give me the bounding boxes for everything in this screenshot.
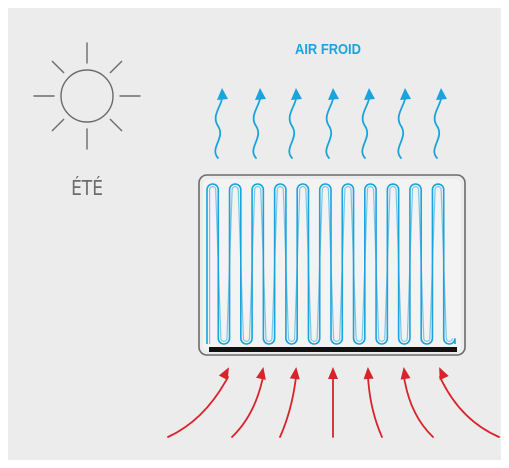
cold-air-arrow-shaft: [214, 91, 224, 159]
cold-air-arrow: [252, 88, 266, 159]
warm-air-arrow: [167, 367, 229, 438]
radiator-frame: [198, 174, 466, 356]
warm-air-arrow-head: [400, 367, 411, 380]
warm-air-arrow-head: [363, 367, 374, 380]
radiator-body: [203, 179, 461, 351]
cold-air-arrow-shaft: [325, 91, 335, 159]
cold-air-arrow-head: [400, 88, 411, 100]
warm-air-arrow-shaft: [403, 376, 434, 438]
cold-air-arrow: [288, 88, 302, 159]
cold-air-arrow-head: [328, 88, 339, 100]
warm-air-arrow-shaft: [439, 376, 500, 438]
sun-ray: [109, 118, 123, 132]
season-label: ÉTÉ: [71, 176, 103, 200]
cold-air-arrows: [214, 88, 447, 159]
warm-air-arrow-shaft: [367, 376, 383, 438]
warm-air-arrow-shaft: [231, 376, 264, 438]
cold-air-label: AIR FROID: [295, 41, 361, 58]
cold-air-arrow-shaft: [361, 91, 371, 159]
warm-air-arrow: [439, 367, 500, 438]
cold-air-arrow-head: [436, 88, 447, 100]
cold-air-arrow-head: [291, 88, 302, 100]
sun-icon: [33, 42, 141, 150]
warm-air-arrow: [400, 367, 434, 438]
cold-air-arrow-shaft: [433, 91, 443, 159]
warm-air-arrow-head: [218, 367, 229, 381]
sun-ray: [51, 60, 65, 74]
cold-air-arrow: [214, 88, 228, 159]
cold-air-arrow-head: [364, 88, 375, 100]
cold-air-arrow: [397, 88, 411, 159]
warm-air-arrow: [363, 367, 383, 438]
warm-air-arrow: [279, 367, 300, 438]
warm-air-arrow-head: [256, 367, 266, 380]
warm-air-arrow: [231, 367, 266, 438]
radiator-icon: [198, 174, 466, 356]
radiator-pipe-inner: [209, 186, 453, 344]
warm-air-arrow-shaft: [167, 376, 229, 438]
cold-air-arrow-shaft: [252, 91, 262, 159]
cold-air-arrow-shaft: [288, 91, 298, 159]
warm-air-arrow-head: [328, 367, 338, 379]
radiator-base: [209, 347, 457, 352]
cold-air-arrow-shaft: [397, 91, 407, 159]
cold-air-arrow: [361, 88, 375, 159]
warm-air-arrow-shaft: [279, 376, 297, 438]
cold-air-arrow-head: [255, 88, 266, 100]
warm-air-arrow-head: [439, 367, 449, 381]
sun-ray: [109, 60, 123, 74]
cold-air-arrow: [325, 88, 339, 159]
sun-disc: [60, 69, 114, 123]
warm-air-arrows: [167, 367, 500, 438]
sun-ray: [51, 118, 65, 132]
cold-air-arrow: [433, 88, 447, 159]
warm-air-arrow-head: [289, 367, 300, 380]
cold-air-arrow-head: [217, 88, 228, 100]
warm-air-arrow: [328, 367, 338, 438]
